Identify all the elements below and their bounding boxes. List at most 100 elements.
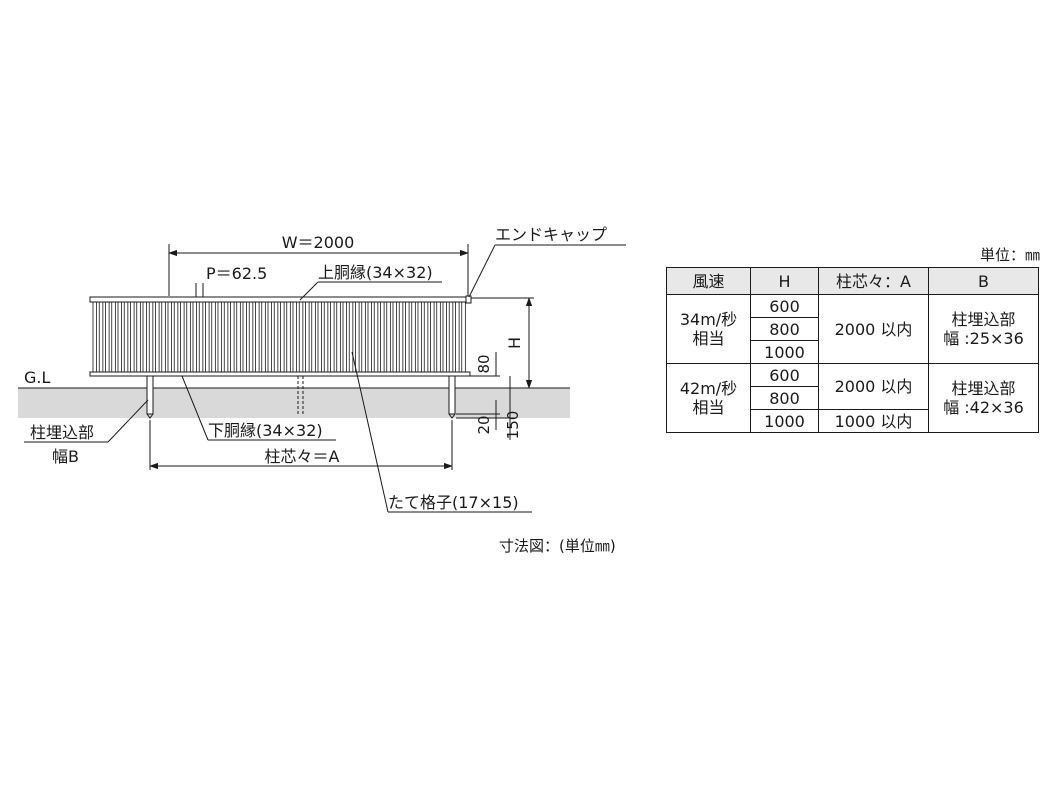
bottom-rail-leader: [181, 375, 209, 441]
picket: [298, 301, 304, 373]
b-size-text: 幅 :25×36: [943, 329, 1024, 348]
picket: [186, 301, 191, 373]
end-cap-label: エンドキャップ: [495, 225, 607, 244]
b-title-text: 柱埋込部: [951, 310, 1016, 329]
picket: [223, 301, 229, 373]
end-cap-leader: [468, 244, 496, 298]
header-b: B: [928, 267, 1039, 295]
picket: [417, 301, 422, 373]
picket: [161, 301, 166, 373]
picket: [330, 301, 335, 373]
wind-speed-text: 34m/秒: [679, 310, 738, 329]
top-rail-label: 上胴縁(34×32): [318, 263, 433, 282]
picket: [405, 301, 410, 373]
picket: [355, 301, 360, 373]
picket: [148, 301, 154, 373]
picket: [261, 301, 266, 373]
picket: [236, 301, 241, 373]
dim-80-label: 80: [475, 354, 493, 373]
bottom-rail: [89, 371, 471, 377]
height-cell: 1000: [750, 409, 819, 433]
post-right: [448, 375, 456, 419]
height-cell: 800: [750, 317, 819, 341]
wind-speed-text: 42m/秒: [679, 379, 738, 398]
b-size-text: 幅 :42×36: [943, 398, 1024, 417]
ground-label: G.L: [24, 368, 50, 387]
picket: [323, 301, 329, 373]
a-cell: 1000 以内: [818, 409, 929, 433]
post-pitch-label: 柱芯々＝A: [265, 447, 340, 466]
picket: [173, 301, 179, 373]
picket: [92, 301, 97, 373]
header-h: H: [750, 267, 819, 295]
picket: [305, 301, 310, 373]
picket: [286, 301, 291, 373]
picket: [211, 301, 216, 373]
picket: [430, 301, 435, 373]
post-left: [146, 375, 154, 419]
picket: [398, 301, 404, 373]
picket: [461, 301, 466, 373]
picket: [448, 301, 454, 373]
top-rail-leader: [299, 281, 319, 301]
table-header-row: 風速 H 柱芯々：A B: [666, 267, 1039, 295]
header-a: 柱芯々：A: [818, 267, 929, 295]
dim-150-label: 150: [504, 411, 522, 440]
wind-cell-34: 34m/秒 相当: [666, 294, 751, 364]
picket: [273, 301, 279, 373]
wind-cell-42: 42m/秒 相当: [666, 363, 751, 433]
embed-label-line2: 幅B: [52, 447, 79, 466]
picket: [180, 301, 185, 373]
picket: [373, 301, 379, 373]
wind-note-text: 相当: [692, 398, 725, 417]
picket: [280, 301, 285, 373]
picket: [361, 301, 366, 373]
picket: [117, 301, 122, 373]
table-row: 42m/秒 相当 600 2000 以内 柱埋込部 幅 :42×36: [666, 363, 1039, 433]
picket: [111, 301, 116, 373]
picket: [136, 301, 141, 373]
top-rail: [89, 296, 471, 303]
height-label: H: [505, 337, 524, 349]
end-cap: [465, 295, 472, 304]
picket-label: たて格子(17×15): [388, 493, 519, 512]
embed-leader: [107, 399, 149, 443]
picket: [348, 301, 354, 373]
picket: [205, 301, 210, 373]
dim-20-label: 20: [475, 415, 493, 434]
picket: [386, 301, 391, 373]
picket: [380, 301, 385, 373]
picket: [267, 301, 272, 373]
wind-note-text: 相当: [692, 329, 725, 348]
picket: [130, 301, 135, 373]
drawing-caption: 寸法図：(単位㎜): [499, 537, 616, 555]
picket: [255, 301, 260, 373]
spec-table: 風速 H 柱芯々：A B 34m/秒 相当 600 2000 以内 柱埋込部 幅…: [666, 267, 1039, 433]
picket: [455, 301, 460, 373]
table-row: 800: [667, 317, 1039, 341]
picket: [142, 301, 147, 373]
picket: [436, 301, 441, 373]
height-cell: 800: [750, 386, 819, 410]
embed-label-line1: 柱埋込部: [30, 423, 94, 442]
width-label: W＝2000: [282, 233, 355, 252]
table-row: 1000 1000 以内: [667, 409, 1039, 433]
picket: [411, 301, 416, 373]
picket-leader: [351, 351, 389, 513]
post-middle: [297, 376, 304, 414]
ground-fill: [18, 388, 570, 418]
picket: [155, 301, 160, 373]
picket: [230, 301, 235, 373]
picket: [336, 301, 341, 373]
b-title-text: 柱埋込部: [951, 379, 1016, 398]
picket: [98, 301, 104, 373]
a-cell: 2000 以内: [818, 294, 929, 364]
picket: [167, 301, 172, 373]
picket: [342, 301, 347, 373]
picket-group: [92, 301, 466, 373]
height-cell: 1000: [750, 340, 819, 364]
fence-panel: [89, 295, 472, 377]
b-cell-42: 柱埋込部 幅 :42×36: [928, 363, 1039, 433]
picket: [123, 301, 129, 373]
table-row: 34m/秒 相当 600 2000 以内 柱埋込部 幅 :25×36: [666, 294, 1039, 364]
